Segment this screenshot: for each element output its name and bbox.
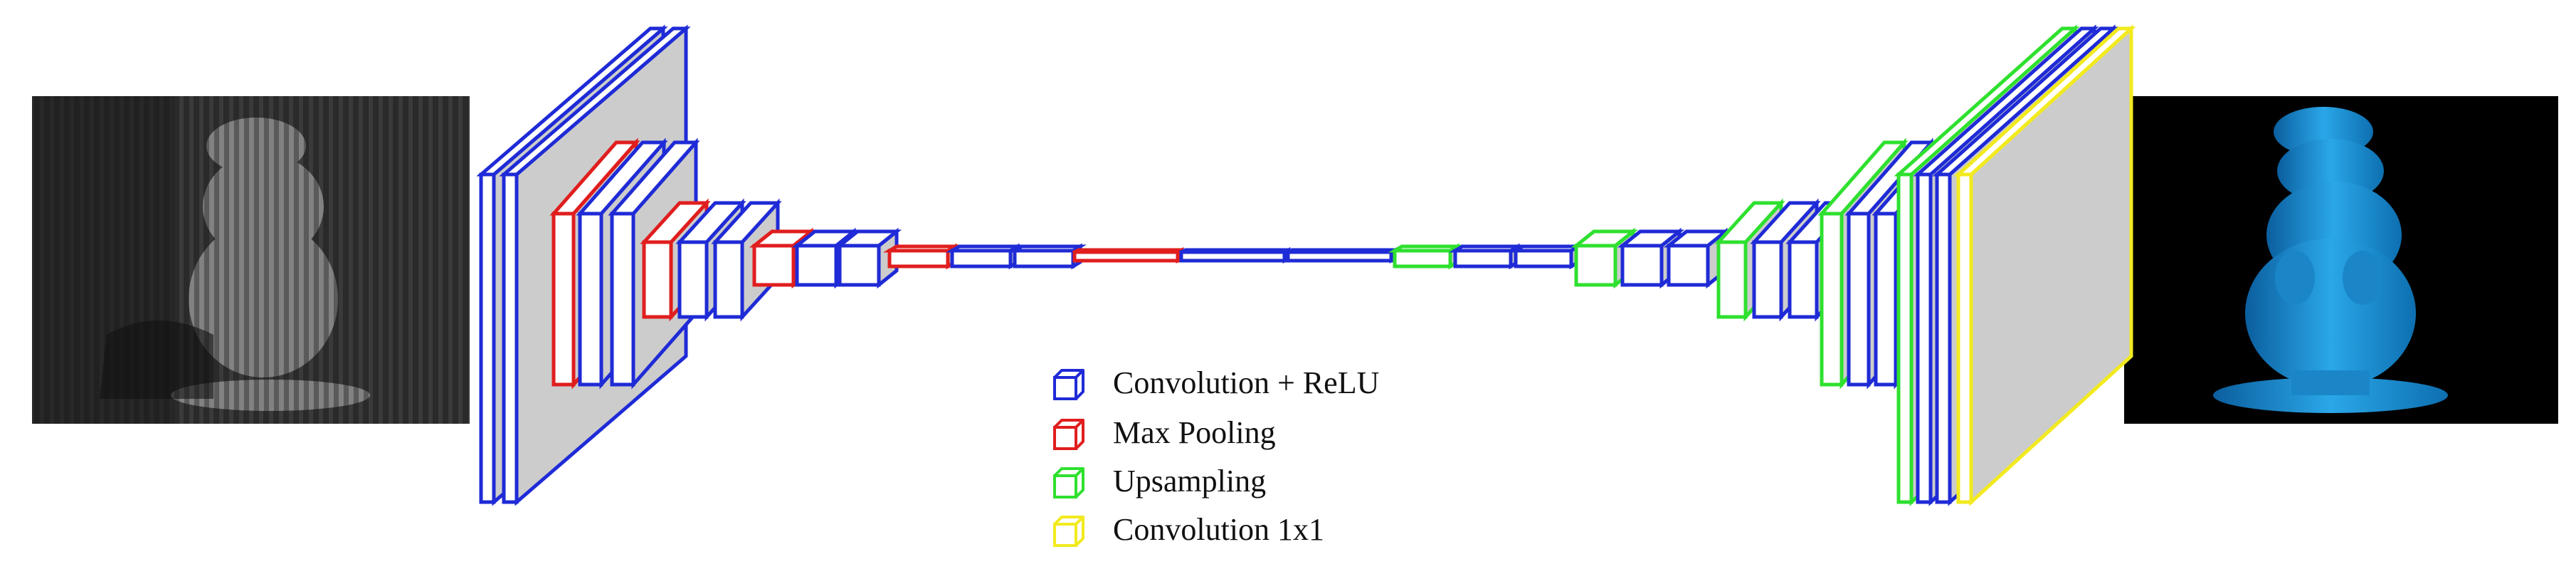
legend-label-conv-relu: Convolution + ReLU [1113,365,1380,400]
encoder-layer-11 [834,227,902,289]
cube-icon [1053,516,1084,547]
input-image [32,96,470,424]
legend-label-conv-1x1: Convolution 1x1 [1113,512,1325,547]
encoder-layer-13 [945,243,1025,270]
output-image [2124,96,2558,424]
legend-item-conv-relu: Convolution + ReLU [1052,363,1479,409]
legend-item-conv-1x1: Convolution 1x1 [1052,510,1479,555]
cube-icon [1053,419,1084,450]
encoder-layer-17 [1286,246,1398,264]
decoder-layer-2 [1448,243,1525,270]
output-statue-reconstruction [2213,107,2448,413]
input-statue-silhouette [171,118,370,411]
legend-item-upsampling: Upsampling [1052,461,1479,507]
legend-item-max-pooling: Max Pooling [1052,413,1479,459]
encoder-layer-12 [882,243,962,270]
network-layers [476,24,2136,506]
decoder-layer-3 [1509,243,1585,270]
legend-label-upsampling: Upsampling [1113,464,1267,499]
cube-icon [1053,467,1084,499]
decoder-layer-1 [1388,243,1464,270]
legend-label-max-pooling: Max Pooling [1113,415,1276,450]
decoder-layer-16 [1953,24,2136,506]
encoder-layer-14 [1008,243,1087,270]
cube-icon [1053,369,1084,400]
encoder-layer-15 [1072,246,1184,264]
encoder-layer-16 [1179,246,1291,264]
